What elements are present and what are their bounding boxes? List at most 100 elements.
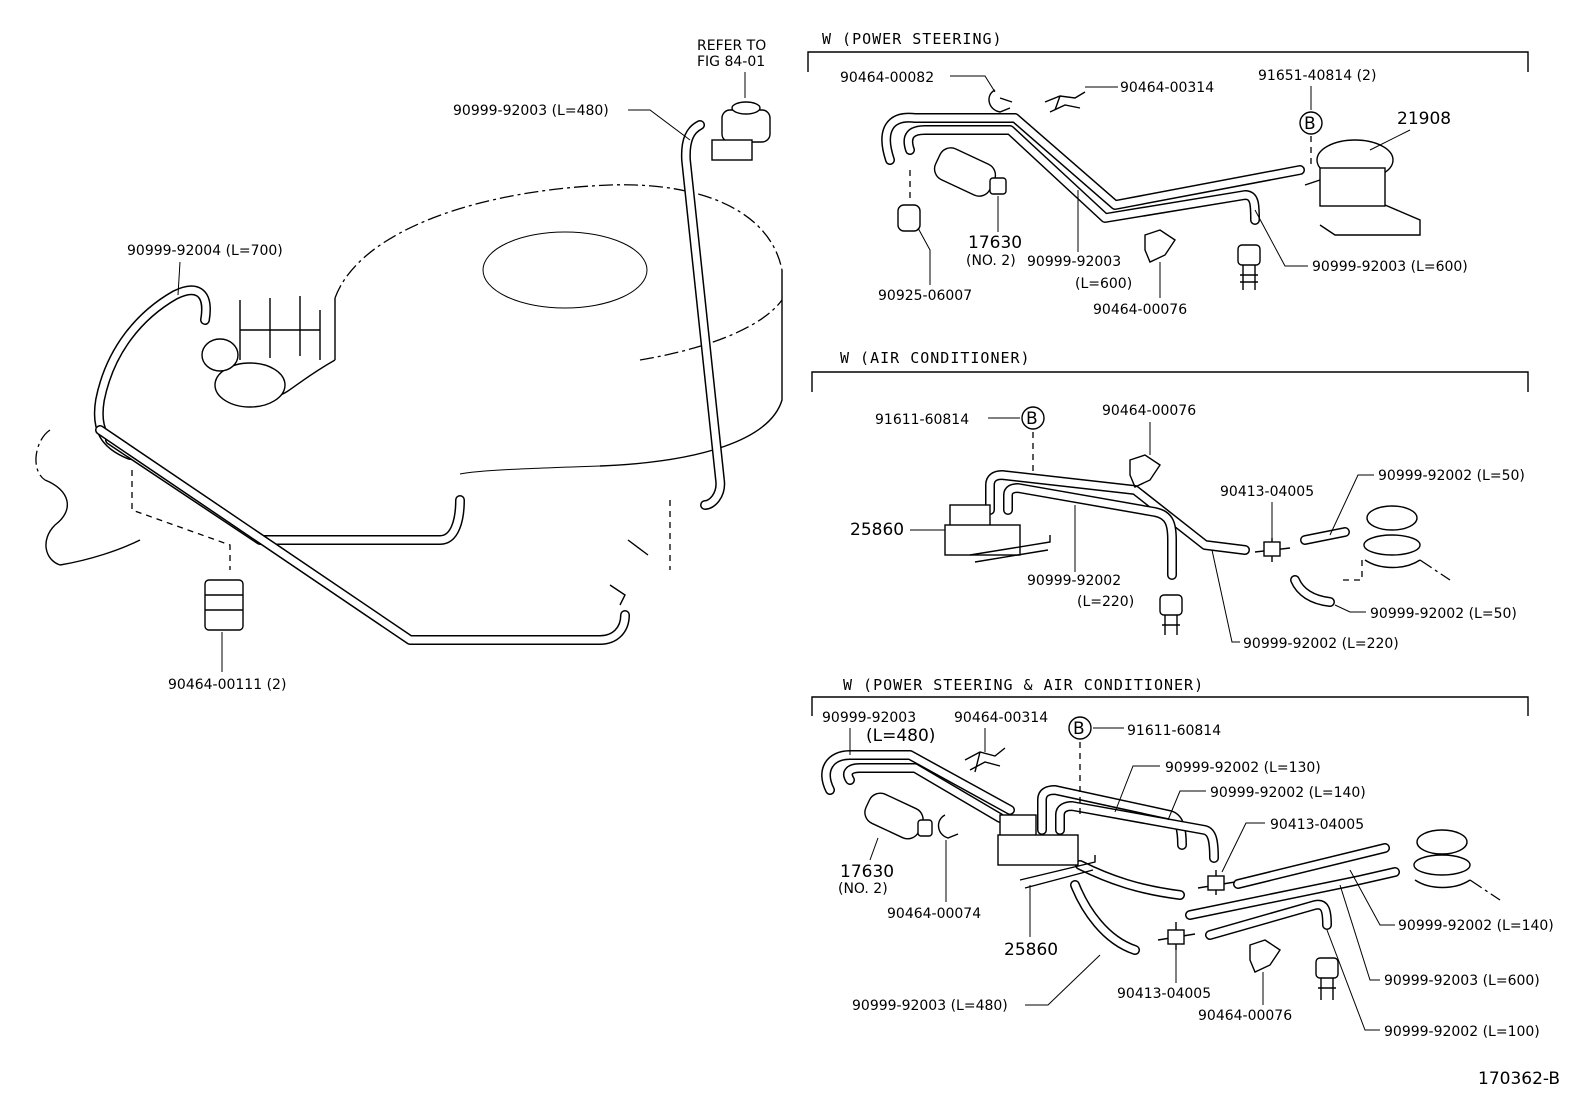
ps-ac-clip-314-label: 90464-00314 bbox=[954, 710, 1048, 726]
air-conditioner-header: W (AIR CONDITIONER) bbox=[840, 349, 1031, 367]
vsv-top-drawing bbox=[711, 101, 771, 161]
hose-480-drawing bbox=[680, 120, 726, 510]
ps-cap-leader bbox=[917, 227, 931, 285]
ps-ac-hose-140b-leader bbox=[1349, 869, 1395, 926]
clamp-leader bbox=[131, 470, 231, 570]
ps-ac-hose-140a-leader bbox=[1167, 790, 1206, 821]
ps-ac-hose-480-bottom-label: 90999-92003 (L=480) bbox=[852, 998, 1008, 1014]
ps-ac-hose-600-leader bbox=[1339, 884, 1380, 981]
ps-hose-600b-label: 90999-92003 (L=600) bbox=[1312, 259, 1468, 275]
ac-check-valve-icon bbox=[1159, 594, 1183, 635]
ac-plug-marker: B bbox=[1026, 409, 1038, 429]
ps-ac-hose-480-bottom-leader bbox=[1025, 954, 1101, 1006]
ps-ac-valve-drawing bbox=[997, 814, 1096, 889]
ps-hose-600a-label: 90999-92003 bbox=[1027, 254, 1121, 270]
ac-clip-76-icon bbox=[1129, 454, 1161, 488]
ps-ac-hose-100-leader bbox=[1326, 929, 1380, 1031]
ps-ac-clip-74-icon bbox=[937, 814, 959, 839]
ps-ac-check-valve-icon bbox=[1315, 957, 1339, 1000]
ps-ac-hose-140a-label: 90999-92002 (L=140) bbox=[1210, 785, 1366, 801]
ac-hose-drawing bbox=[985, 470, 1350, 607]
ps-hose-600a-len: (L=600) bbox=[1075, 276, 1132, 292]
ps-ac-actuator-drawing bbox=[1413, 829, 1501, 901]
ps-ac-header: W (POWER STEERING & AIR CONDITIONER) bbox=[843, 676, 1204, 694]
ps-cap-icon bbox=[897, 204, 921, 232]
ps-check-valve-icon bbox=[1237, 244, 1261, 290]
small-pipe bbox=[627, 539, 649, 556]
ps-valve-leader bbox=[1369, 129, 1411, 151]
hose-480-leader bbox=[628, 109, 691, 141]
ps-clip-76-label: 90464-00076 bbox=[1093, 302, 1187, 318]
power-steering-bracket bbox=[807, 51, 1529, 72]
ps-ac-clip-76-label: 90464-00076 bbox=[1198, 1008, 1292, 1024]
distributor-drawing bbox=[201, 296, 321, 408]
ps-ac-tee-top-icon bbox=[1197, 870, 1236, 895]
ps-clip-314-icon bbox=[1044, 91, 1086, 113]
ps-vsv-part-label: 17630 bbox=[968, 233, 1022, 253]
ps-ac-clip-76-icon bbox=[1249, 939, 1281, 973]
ps-hose-600b-leader bbox=[1254, 209, 1308, 267]
ps-ac-hose-600-label: 90999-92003 (L=600) bbox=[1384, 973, 1540, 989]
ps-clip-82-label: 90464-00082 bbox=[840, 70, 934, 86]
ps-plug-b-marker: B bbox=[1299, 111, 1323, 135]
air-conditioner-section: W (AIR CONDITIONER) bbox=[811, 349, 1529, 652]
ps-ac-vsv-note-label: (NO. 2) bbox=[838, 881, 888, 897]
ac-hose-220b-label: 90999-92002 (L=220) bbox=[1243, 636, 1399, 652]
ps-ac-plug-marker: B bbox=[1073, 719, 1085, 739]
ps-ac-vsv-drawing bbox=[864, 792, 933, 840]
figure-id: 170362-B bbox=[1478, 1069, 1560, 1089]
ps-ac-plug-b-marker: B bbox=[1068, 716, 1092, 740]
ac-plug-label: 91611-60814 bbox=[875, 412, 969, 428]
ps-ac-tee-bottom-label: 90413-04005 bbox=[1117, 986, 1211, 1002]
ps-ac-hose-140b-label: 90999-92002 (L=140) bbox=[1398, 918, 1554, 934]
ac-hose-50b-label: 90999-92002 (L=50) bbox=[1370, 606, 1517, 622]
ps-ac-vsv-part-label: 17630 bbox=[840, 862, 894, 882]
ps-ac-hose-130-leader bbox=[1114, 765, 1160, 813]
ps-hose-drawing bbox=[881, 112, 1305, 225]
ac-hose-50a-leader bbox=[1329, 474, 1374, 536]
ps-ac-tee-top-label: 90413-04005 bbox=[1270, 817, 1364, 833]
small-fitting bbox=[609, 584, 626, 606]
ac-valve-label: 25860 bbox=[850, 520, 904, 540]
ps-clip-82-icon bbox=[988, 89, 1013, 113]
ac-valve-25860-drawing bbox=[944, 504, 1051, 563]
ac-hose-50a-label: 90999-92002 (L=50) bbox=[1378, 468, 1525, 484]
ac-actuator-drawing bbox=[1340, 505, 1451, 581]
ps-ac-section: W (POWER STEERING & AIR CONDITIONER) bbox=[811, 676, 1554, 1040]
ps-valve-label: 21908 bbox=[1397, 109, 1451, 129]
ps-ac-hose-130-label: 90999-92002 (L=130) bbox=[1165, 760, 1321, 776]
ps-ac-tee-bottom-icon bbox=[1157, 922, 1196, 950]
ps-clip-82-leader bbox=[950, 75, 996, 93]
hose-480-label: 90999-92003 (L=480) bbox=[453, 103, 609, 119]
power-steering-section: W (POWER STEERING) bbox=[807, 30, 1529, 318]
ps-clip-314-label: 90464-00314 bbox=[1120, 80, 1214, 96]
ac-hose-50b-leader bbox=[1334, 604, 1366, 613]
ps-ac-clip-314-icon bbox=[964, 747, 1006, 773]
refer-label-2: FIG 84-01 bbox=[697, 54, 765, 70]
ps-ac-hose-480-top-len: (L=480) bbox=[866, 726, 935, 746]
ac-hose-220b-leader bbox=[1211, 549, 1240, 643]
ac-hose-220a-len: (L=220) bbox=[1077, 594, 1134, 610]
hose-700-leader bbox=[177, 261, 181, 296]
ps-ac-clip-74-label: 90464-00074 bbox=[887, 906, 981, 922]
ps-clip-76-icon bbox=[1144, 229, 1176, 263]
ps-ac-vsv-leader bbox=[869, 837, 879, 861]
intake-duct-drawing bbox=[35, 429, 141, 566]
clamp-111-label: 90464-00111 (2) bbox=[168, 677, 286, 693]
ps-ac-valve-label: 25860 bbox=[1004, 940, 1058, 960]
ps-plug-label: 91651-40814 (2) bbox=[1258, 68, 1376, 84]
refer-label-1: REFER TO bbox=[697, 38, 766, 54]
ps-cap-label: 90925-06007 bbox=[878, 288, 972, 304]
clamp-111-icon bbox=[204, 579, 244, 631]
ps-ac-bracket bbox=[811, 696, 1529, 716]
main-assembly: REFER TO FIG 84-01 90999-92003 (L=480) 9… bbox=[35, 38, 783, 693]
air-conditioner-bracket bbox=[811, 371, 1529, 392]
hose-700-label: 90999-92004 (L=700) bbox=[127, 243, 283, 259]
ps-valve-21908-drawing bbox=[1304, 139, 1421, 236]
ac-tee-label: 90413-04005 bbox=[1220, 484, 1314, 500]
ac-plug-b-marker: B bbox=[1021, 406, 1045, 430]
ac-hose-220a-label: 90999-92002 bbox=[1027, 573, 1121, 589]
ac-tee-icon bbox=[1254, 538, 1291, 562]
power-steering-header: W (POWER STEERING) bbox=[822, 30, 1003, 48]
